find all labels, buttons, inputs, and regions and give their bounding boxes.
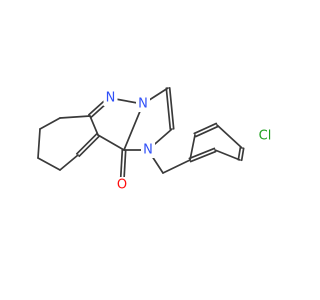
atom-label-n-amide: N bbox=[143, 143, 153, 158]
atom-label-n-ring: N bbox=[106, 91, 116, 106]
bond-c5-c6-line-1 bbox=[78, 135, 101, 158]
bond-b5-b6-line-1 bbox=[193, 122, 218, 135]
molecule-canvas: N N N O Cl bbox=[37, 86, 275, 193]
bond-b4-b5 bbox=[216, 124, 243, 149]
bond-b5-b6-line-2 bbox=[194, 125, 219, 138]
bond-c4-c5 bbox=[59, 154, 79, 171]
bond-c2-c3 bbox=[37, 128, 41, 159]
atom-n-ring: N bbox=[103, 90, 118, 106]
bond-c8-c6 bbox=[97, 134, 125, 151]
bond-c3-c4 bbox=[37, 157, 61, 171]
atom-label-o-carbonyl: O bbox=[117, 178, 127, 193]
bond-c9-c10-line-1 bbox=[165, 87, 172, 131]
atom-n-amide: N bbox=[141, 142, 155, 158]
bond-b6-b1 bbox=[189, 134, 196, 161]
bond-c6-c7 bbox=[89, 115, 99, 136]
atom-cl: Cl bbox=[255, 128, 275, 144]
bond-b3-b4-line-1 bbox=[240, 147, 245, 162]
atom-label-cl: Cl bbox=[259, 129, 272, 144]
bond-c7-c1 bbox=[59, 115, 91, 119]
bond-b1-b2-line-2 bbox=[188, 147, 216, 160]
atom-label-layer: N N N O Cl bbox=[103, 90, 275, 193]
bond-c1-c2 bbox=[39, 117, 61, 130]
bond-c11-b1 bbox=[162, 159, 191, 174]
atom-o-carbonyl: O bbox=[115, 177, 129, 193]
bond-b2-b3 bbox=[214, 149, 241, 161]
structure-diagram: N N N O Cl bbox=[37, 86, 275, 193]
bond-c9-c10-line-2 bbox=[168, 86, 175, 130]
bond-b1-b2-line-1 bbox=[189, 150, 217, 163]
bond-c5-c6-line-2 bbox=[75, 132, 98, 155]
atom-label-n-bridge: N bbox=[138, 97, 148, 112]
atom-n-bridge: N bbox=[136, 96, 150, 112]
bond-b3-b4-line-2 bbox=[237, 146, 242, 161]
